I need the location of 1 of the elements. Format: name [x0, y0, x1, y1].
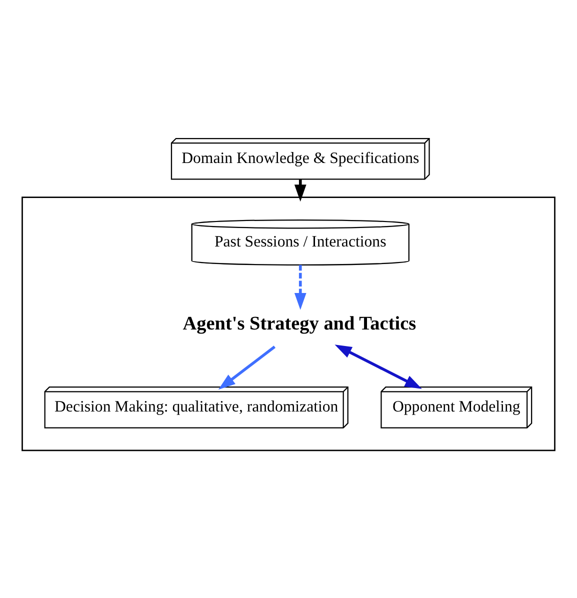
node-text: Agent's Strategy and Tactics: [182, 314, 416, 335]
